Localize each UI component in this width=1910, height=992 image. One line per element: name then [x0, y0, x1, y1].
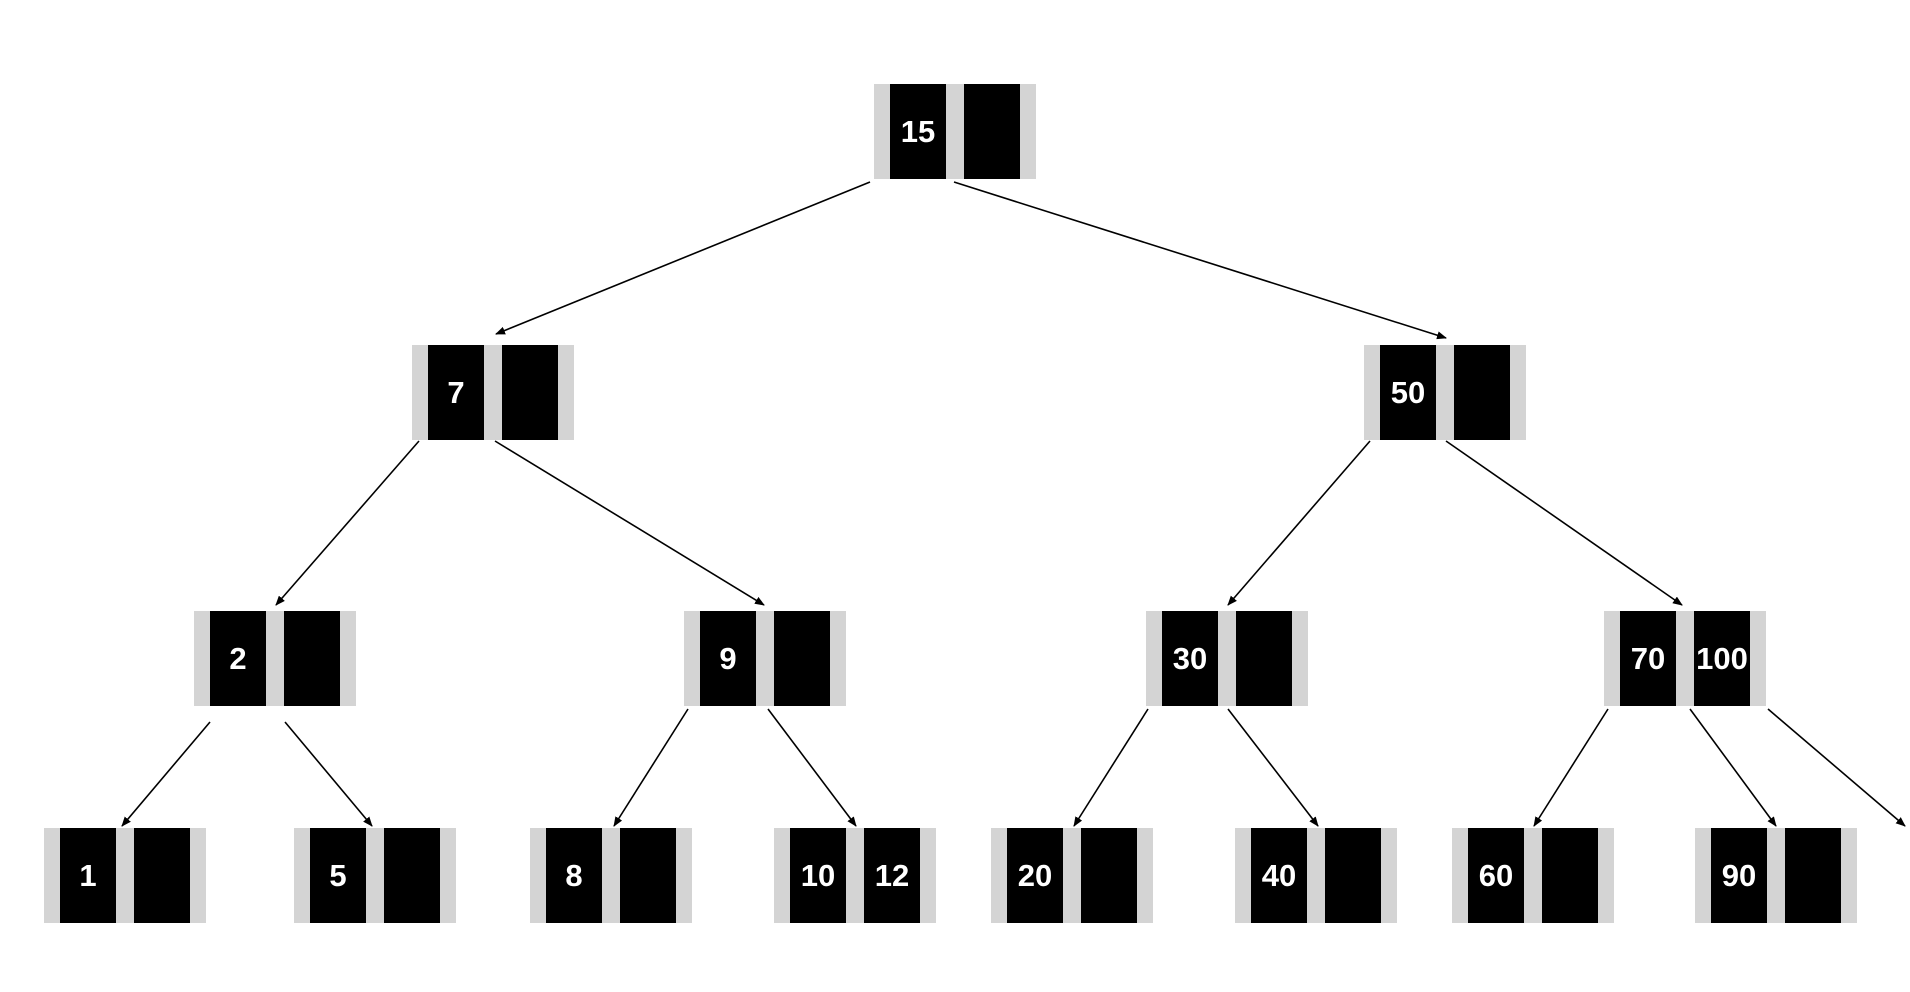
- node-key-slot: 70: [1620, 611, 1676, 706]
- node-key-slot: [1454, 345, 1510, 440]
- node-key-slot: [774, 611, 830, 706]
- tree-node-2: 2: [194, 611, 356, 706]
- tree-node-5: 5: [294, 828, 456, 923]
- tree-node-70: 70 100: [1604, 611, 1766, 706]
- edge-n7-to-n9: [494, 440, 765, 606]
- node-key-slot: [1542, 828, 1598, 923]
- node-key-slot: 100: [1694, 611, 1750, 706]
- tree-node-7: 7: [412, 345, 574, 440]
- node-key-slot: [1785, 828, 1841, 923]
- edge-n15-to-n50: [953, 181, 1447, 340]
- edge-n15-to-n7: [495, 181, 871, 335]
- node-key-slot: 10: [790, 828, 846, 923]
- node-key-slot: 50: [1380, 345, 1436, 440]
- node-key-slot: 8: [546, 828, 602, 923]
- tree-node-60: 60: [1452, 828, 1614, 923]
- edge-n70-to-n60: [1533, 708, 1609, 827]
- tree-node-15: 15: [874, 84, 1036, 179]
- node-key-slot: 90: [1711, 828, 1767, 923]
- tree-node-30: 30: [1146, 611, 1308, 706]
- node-key-slot: 2: [210, 611, 266, 706]
- tree-node-40: 40: [1235, 828, 1397, 923]
- node-key-slot: 30: [1162, 611, 1218, 706]
- node-key-slot: [384, 828, 440, 923]
- edge-n30-to-n40: [1227, 708, 1319, 827]
- tree-node-20: 20: [991, 828, 1153, 923]
- edge-n2-to-n5: [284, 721, 373, 827]
- node-key-slot: [964, 84, 1020, 179]
- node-key-slot: 9: [700, 611, 756, 706]
- node-key-slot: [134, 828, 190, 923]
- node-key-slot: [1236, 611, 1292, 706]
- edge-n50-to-n70: [1445, 440, 1683, 606]
- edge-n9-to-n10: [767, 708, 857, 827]
- tree-node-90: 90: [1695, 828, 1857, 923]
- node-key-slot: [1325, 828, 1381, 923]
- node-key-slot: [620, 828, 676, 923]
- node-key-slot: 1: [60, 828, 116, 923]
- tree-node-9: 9: [684, 611, 846, 706]
- node-key-slot: 60: [1468, 828, 1524, 923]
- edge-n50-to-n30: [1227, 440, 1371, 606]
- edge-n2-to-n1: [121, 721, 211, 827]
- node-key-slot: 40: [1251, 828, 1307, 923]
- node-key-slot: 15: [890, 84, 946, 179]
- tree-node-8: 8: [530, 828, 692, 923]
- tree-node-50: 50: [1364, 345, 1526, 440]
- edge-n9-to-n8: [613, 708, 689, 827]
- node-key-slot: [1081, 828, 1137, 923]
- edge-n30-to-n20: [1073, 708, 1149, 827]
- node-key-slot: 12: [864, 828, 920, 923]
- node-key-slot: [284, 611, 340, 706]
- node-key-slot: 7: [428, 345, 484, 440]
- edge-n70-to-n90: [1689, 708, 1777, 827]
- edge-n70-to-child: [1767, 708, 1906, 827]
- edge-n7-to-n2: [275, 440, 420, 606]
- tree-node-1: 1: [44, 828, 206, 923]
- node-key-slot: [502, 345, 558, 440]
- node-key-slot: 5: [310, 828, 366, 923]
- node-key-slot: 20: [1007, 828, 1063, 923]
